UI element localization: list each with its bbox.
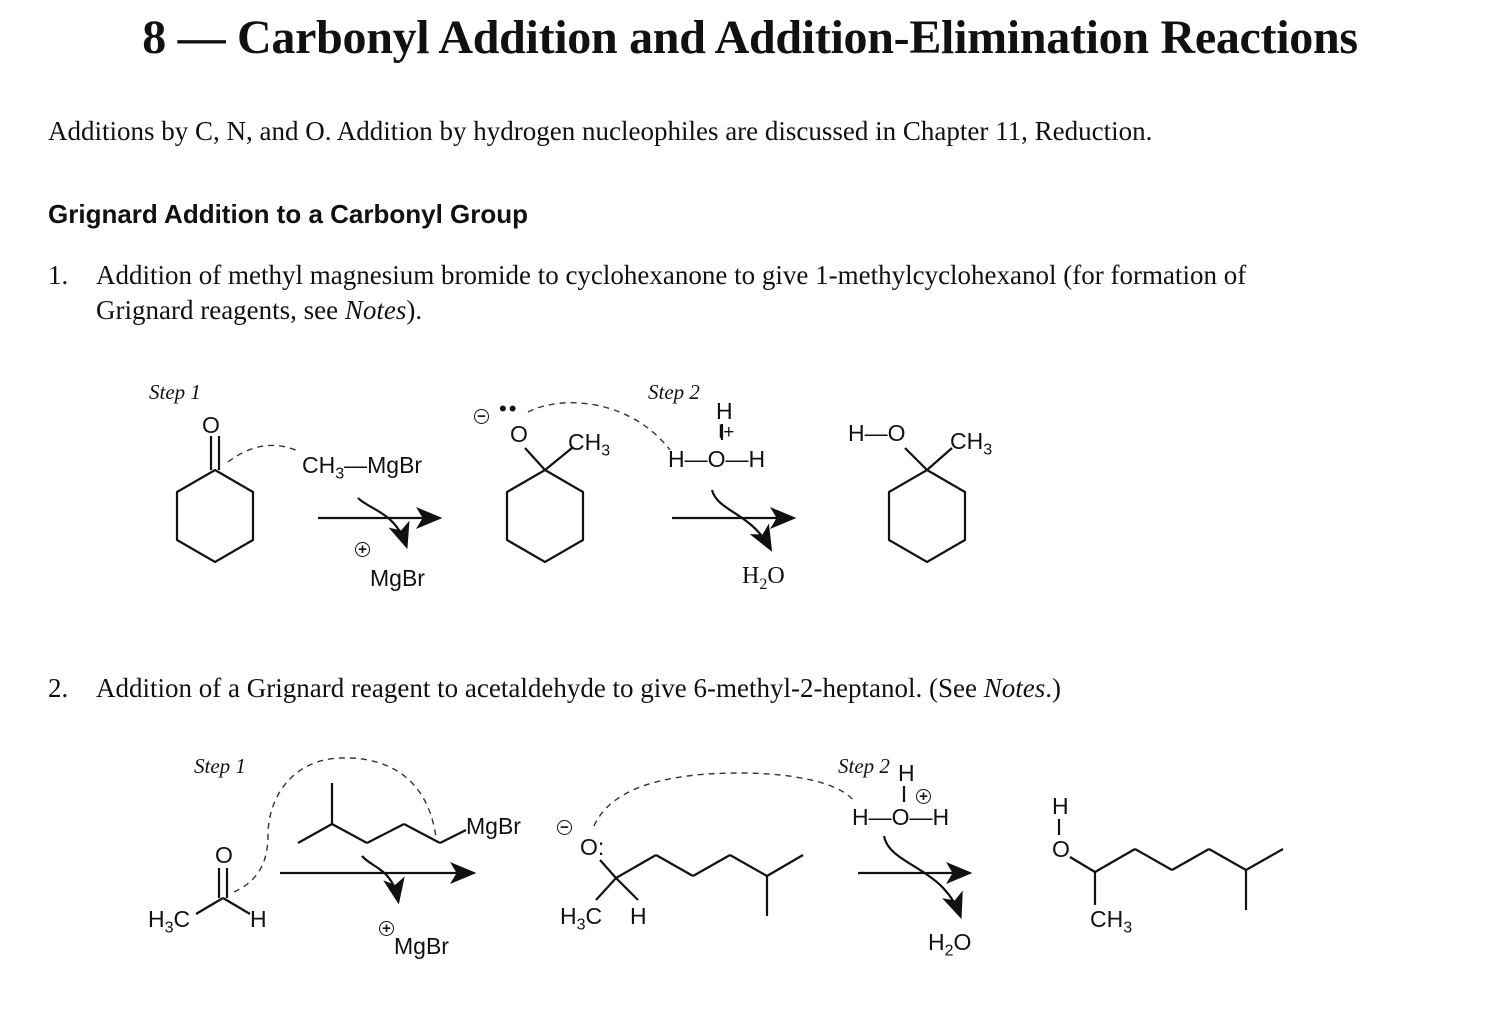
r1-ketone-oxygen: O bbox=[202, 412, 220, 438]
r2-mgbr-ion: MgBr bbox=[394, 933, 449, 959]
heptanol-product bbox=[1057, 819, 1284, 910]
r1-water: H2O bbox=[742, 563, 785, 593]
r2-dashed-protonation bbox=[593, 772, 856, 827]
plus-charge-icon: + bbox=[916, 789, 931, 804]
r1-ch3-b: CH3 bbox=[950, 428, 993, 459]
intro-paragraph: Additions by C, N, and O. Addition by hy… bbox=[48, 116, 1153, 146]
r1-dashed-protonation bbox=[527, 402, 671, 451]
r2-aldehyde-h: H bbox=[250, 906, 267, 932]
r1-alkoxide-oxygen: O bbox=[510, 421, 528, 447]
curved-arrow-icon bbox=[710, 489, 773, 552]
curved-arrow-icon bbox=[357, 497, 410, 550]
r1-hydronium-row: H—O—H bbox=[668, 446, 766, 472]
minus-charge-icon: − bbox=[474, 409, 489, 424]
item-2-number: 2. bbox=[48, 673, 69, 703]
r2-product-h: H bbox=[1052, 793, 1069, 819]
r2-step2-label: Step 2 bbox=[838, 754, 890, 778]
r2-mgbr-reagent: MgBr bbox=[466, 813, 521, 839]
r1-mgbr-ion: MgBr bbox=[370, 565, 425, 591]
r2-hydronium-h-top: H bbox=[898, 760, 915, 786]
section-heading: Grignard Addition to a Carbonyl Group bbox=[48, 199, 529, 229]
r1-ch3mgbr: CH3—MgBr bbox=[302, 452, 423, 483]
r2-dashed-attack bbox=[233, 757, 437, 893]
r2-product-oxygen: O bbox=[1052, 836, 1070, 862]
r1-step1-label: Step 1 bbox=[149, 380, 201, 404]
item-2-line: Addition of a Grignard reagent to acetal… bbox=[96, 673, 1061, 703]
curved-arrow-icon bbox=[361, 855, 405, 905]
r2-step1-label: Step 1 bbox=[194, 754, 246, 778]
r2-product-ch3: CH3 bbox=[1090, 906, 1133, 937]
item-1-number: 1. bbox=[48, 260, 69, 290]
cyclohexanone bbox=[175, 436, 255, 564]
item-1-line2: Grignard reagents, see Notes). bbox=[96, 295, 423, 325]
r1-hydronium-h-top: H bbox=[716, 398, 733, 424]
r2-aldehyde-oxygen: O bbox=[215, 842, 233, 868]
alkoxide-intermediate bbox=[505, 447, 585, 564]
r1-lone-pair: •• bbox=[499, 396, 519, 421]
grignard-skeleton bbox=[297, 783, 467, 844]
page-title: 8 — Carbonyl Addition and Addition-Elimi… bbox=[142, 11, 1358, 64]
r2-hydronium-row: H—O—H bbox=[852, 804, 950, 830]
r2-h3c: H3C bbox=[148, 906, 191, 937]
r1-dashed-attack bbox=[227, 444, 301, 463]
r2-alkoxide-intermediate bbox=[595, 854, 804, 916]
minus-charge-icon: − bbox=[557, 820, 572, 835]
acetaldehyde bbox=[195, 868, 251, 915]
r1-hydroxyl: H—O bbox=[848, 420, 906, 446]
plus-charge-icon: + bbox=[355, 542, 370, 557]
r2-h-b: H bbox=[630, 903, 647, 929]
r2-h3c-b: H3C bbox=[560, 903, 603, 934]
curved-arrow-icon bbox=[882, 835, 963, 920]
r1-step2-label: Step 2 bbox=[648, 380, 700, 404]
item-1-line1: Addition of methyl magnesium bromide to … bbox=[96, 260, 1247, 290]
r2-water: H2O bbox=[928, 929, 972, 960]
r2-alkoxide-oxygen: O: bbox=[580, 834, 605, 860]
plus-charge-icon: + bbox=[379, 921, 394, 936]
methylcyclohexanol bbox=[887, 447, 967, 564]
r1-ch3-a: CH3 bbox=[568, 429, 611, 460]
